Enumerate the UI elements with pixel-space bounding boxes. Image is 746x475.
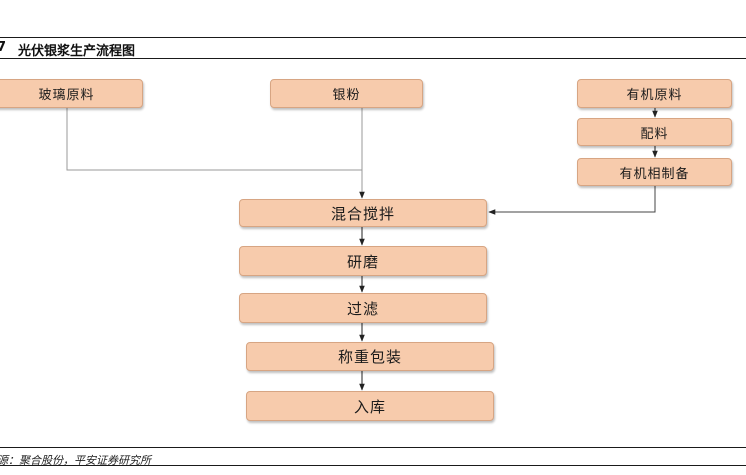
phase-to-mix-line — [488, 186, 656, 215]
figure-number: 7 — [0, 40, 7, 55]
batching-label: 配料 — [640, 126, 669, 142]
batching-box: 配料 — [577, 118, 732, 146]
figure-title: 光伏银浆生产流程图 — [18, 44, 136, 59]
organic-material-label: 有机原料 — [626, 88, 683, 103]
top-rule — [0, 37, 746, 38]
warehousing-label: 入库 — [353, 397, 386, 416]
filtering-box: 过滤 — [239, 293, 487, 323]
source-note: 源：聚合股份，平安证券研究所 — [0, 454, 151, 467]
mixing-label: 混合搅拌 — [330, 204, 395, 223]
organic-phase-label: 有机相制备 — [619, 166, 690, 182]
filtering-label: 过滤 — [346, 299, 379, 318]
figure-title-bar: 7 光伏银浆生产流程图 — [0, 38, 746, 59]
grinding-label: 研磨 — [346, 252, 379, 271]
glass-material-box: 玻璃原料 — [0, 79, 143, 108]
mixing-box: 混合搅拌 — [239, 199, 487, 227]
weighing-packing-box: 称重包装 — [246, 342, 494, 371]
silver-powder-box: 银粉 — [270, 79, 423, 108]
warehousing-box: 入库 — [246, 391, 494, 421]
silver-powder-label: 银粉 — [332, 88, 361, 103]
title-underline — [0, 58, 746, 59]
weighing-packing-label: 称重包装 — [337, 348, 402, 366]
organic-phase-box: 有机相制备 — [577, 158, 732, 186]
grinding-box: 研磨 — [239, 246, 487, 276]
source-rule — [0, 447, 746, 448]
organic-material-box: 有机原料 — [577, 79, 732, 108]
bottom-rule — [0, 465, 746, 466]
glass-to-mix-line — [66, 108, 362, 171]
glass-material-label: 玻璃原料 — [38, 88, 95, 103]
